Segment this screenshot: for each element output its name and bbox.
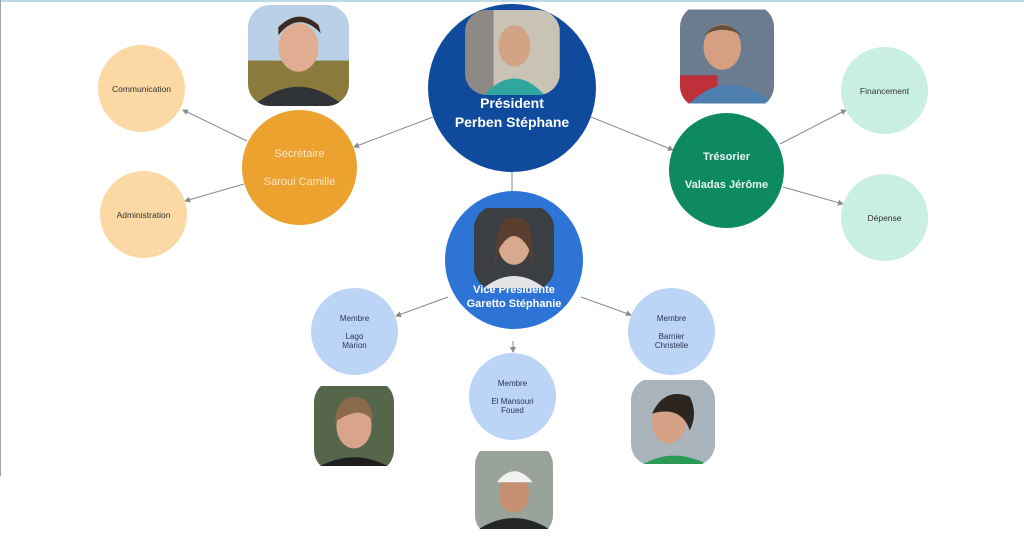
member-photo-el-mansouri: [475, 443, 553, 537]
secretary-node: Secrétaire Saroui Camille: [242, 110, 357, 225]
task-label: Administration: [116, 209, 171, 220]
secretary-name: Saroui Camille: [263, 175, 336, 188]
member-name-line2: Christelle: [654, 340, 689, 350]
task-depense: Dépense: [841, 174, 928, 261]
member-node-el-mansouri: Membre El Mansouri Foued: [469, 353, 556, 440]
member-photo-barnier: [631, 378, 715, 466]
member-role: Membre: [656, 313, 687, 323]
member-name-line1: Barnier: [658, 331, 685, 341]
task-financement: Financement: [841, 47, 928, 134]
secretary-photo: [248, 5, 349, 106]
link-vice-member-1: [395, 296, 449, 318]
member-node-lago: Membre Lago Marion: [311, 288, 398, 375]
president-name: Perben Stéphane: [454, 114, 570, 130]
member-photo-lago: [314, 380, 394, 472]
link-president-treasurer: [590, 116, 674, 151]
task-label: Dépense: [867, 212, 902, 223]
vice-president-photo: [474, 206, 554, 290]
member-name-line2: Foued: [501, 405, 524, 415]
member-node-barnier: Membre Barnier Christelle: [628, 288, 715, 375]
link-treasurer-financement: [779, 109, 847, 145]
link-secretary-administration: [184, 183, 245, 203]
link-vice-member-3: [580, 296, 632, 317]
task-label: Communication: [111, 83, 172, 94]
treasurer-role: Trésorier: [702, 150, 751, 163]
member-name-line1: El Mansouri: [491, 396, 534, 406]
treasurer-node: Trésorier Valadas Jérôme: [669, 113, 784, 228]
secretary-role: Secrétaire: [274, 147, 325, 160]
president-photo: [465, 10, 560, 95]
task-communication: Communication: [98, 45, 185, 132]
member-name-line2: Marion: [342, 340, 367, 350]
top-border: [0, 0, 1024, 2]
left-border: [0, 0, 1, 476]
member-role: Membre: [497, 378, 528, 388]
link-president-secretary: [353, 116, 434, 149]
treasurer-photo: [680, 5, 774, 108]
link-secretary-communication: [182, 109, 248, 142]
task-administration: Administration: [100, 171, 187, 258]
member-role: Membre: [339, 313, 370, 323]
president-role: Président: [480, 95, 544, 111]
treasurer-name: Valadas Jérôme: [684, 178, 769, 191]
task-label: Financement: [859, 85, 910, 96]
vice-president-name: Garetto Stéphanie: [466, 298, 562, 310]
link-treasurer-depense: [782, 186, 844, 206]
member-name-line1: Lago: [345, 331, 364, 341]
